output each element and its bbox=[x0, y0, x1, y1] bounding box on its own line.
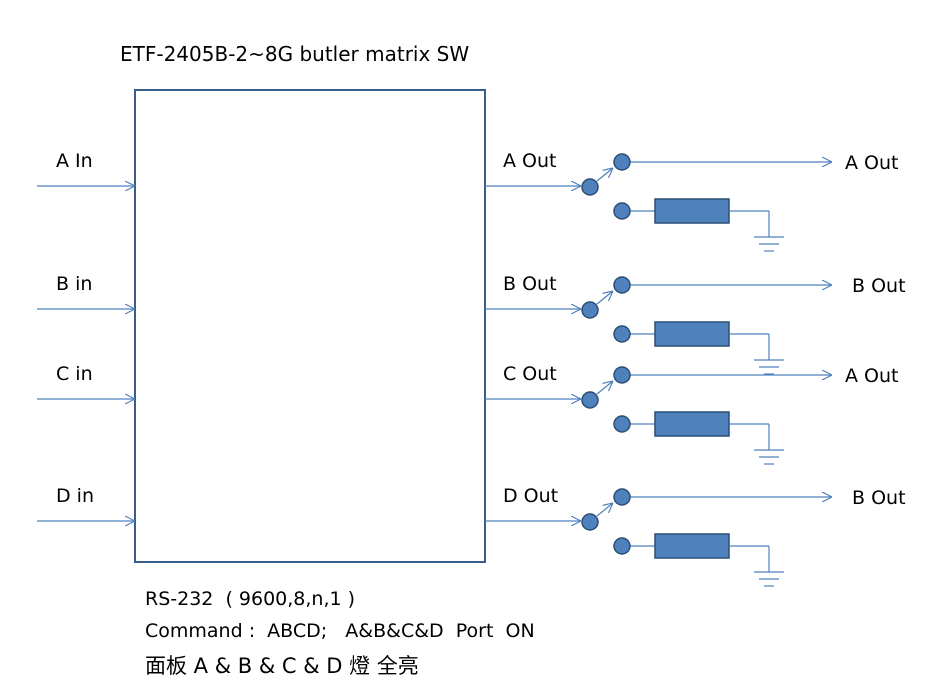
termination-resistor bbox=[654, 411, 730, 437]
switch-throw-node-out bbox=[613, 488, 631, 506]
switch-output-label: B Out bbox=[852, 275, 906, 297]
switch-throw-node-load bbox=[613, 537, 631, 555]
termination-resistor bbox=[654, 533, 730, 559]
input-label: C in bbox=[56, 363, 93, 385]
termination-resistor bbox=[654, 198, 730, 224]
switch-lever bbox=[596, 381, 613, 395]
ports-group: A In A Out A Out B in B Out B Out C in C Out A O… bbox=[37, 150, 906, 587]
switch-throw-node-out bbox=[613, 366, 631, 384]
diagram-title: ETF-2405B-2~8G butler matrix SW bbox=[120, 42, 469, 66]
rs232-note: RS-232 ( 9600,8,n,1 ) bbox=[145, 588, 356, 610]
switch-throw-node-load bbox=[613, 325, 631, 343]
switch-throw-node-out bbox=[613, 153, 631, 171]
input-label: D in bbox=[56, 485, 94, 507]
switch-output-label: A Out bbox=[845, 152, 898, 174]
switch-common-node bbox=[581, 178, 599, 196]
switch-lever bbox=[596, 168, 613, 182]
termination-resistor bbox=[654, 321, 730, 347]
matrix-box bbox=[134, 89, 486, 563]
switch-output-label: B Out bbox=[852, 487, 906, 509]
switch-throw-node-load bbox=[613, 415, 631, 433]
switch-common-node bbox=[581, 513, 599, 531]
switch-throw-node-load bbox=[613, 202, 631, 220]
switch-output-label: A Out bbox=[845, 365, 898, 387]
command-note: Command : ABCD; A&B&C&D Port ON bbox=[145, 620, 535, 642]
output-label: B Out bbox=[503, 273, 557, 295]
input-label: A In bbox=[56, 150, 93, 172]
switch-throw-node-out bbox=[613, 276, 631, 294]
panel-note: 面板 A & B & C & D 燈 全亮 bbox=[145, 654, 419, 678]
output-label: D Out bbox=[503, 485, 558, 507]
switch-lever bbox=[596, 291, 613, 305]
output-label: A Out bbox=[503, 150, 556, 172]
switch-common-node bbox=[581, 391, 599, 409]
input-label: B in bbox=[56, 273, 92, 295]
switch-lever bbox=[596, 503, 613, 517]
switch-common-node bbox=[581, 301, 599, 319]
output-label: C Out bbox=[503, 363, 557, 385]
